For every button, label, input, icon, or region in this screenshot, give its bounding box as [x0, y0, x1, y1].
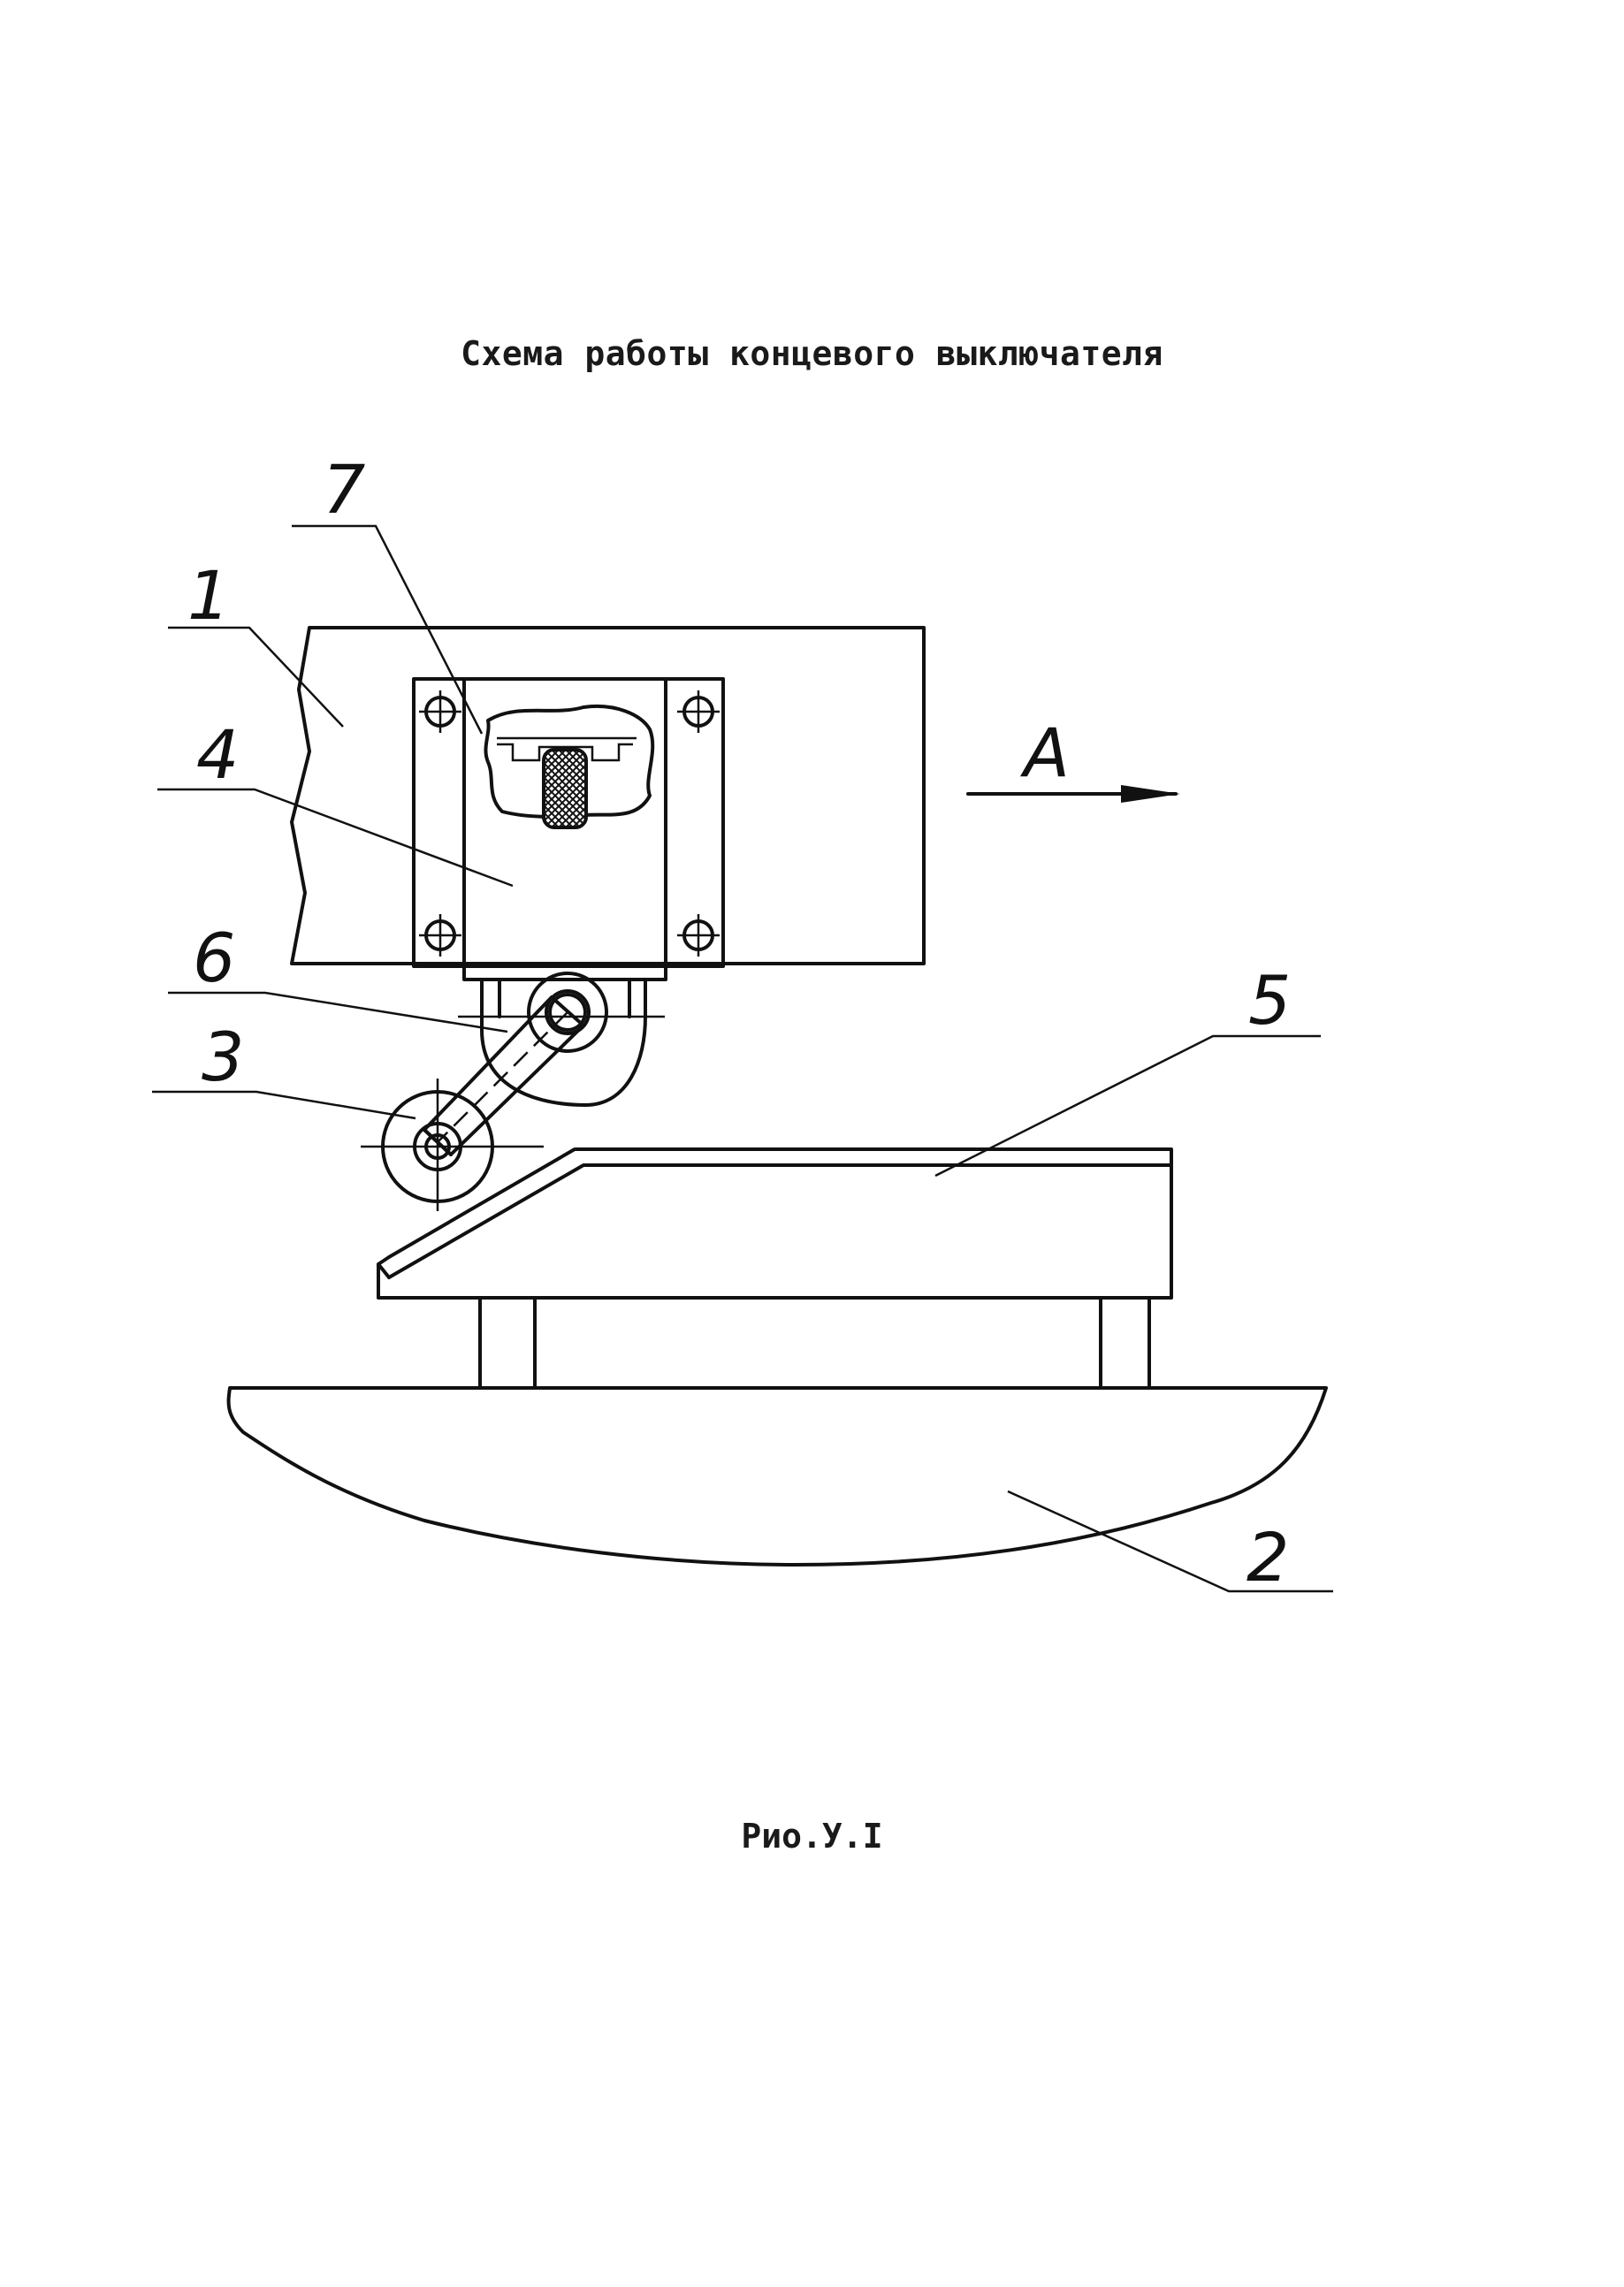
- lever-bracket: [480, 978, 647, 1107]
- screw-top-left-icon: [419, 690, 461, 733]
- cam-stop-bar: [377, 1147, 1173, 1300]
- housing-body: [290, 626, 926, 965]
- figure-caption: Рио.У.I: [741, 1817, 883, 1856]
- internal-contact: [497, 743, 633, 762]
- leader-lines: [152, 524, 1333, 1593]
- screw-bottom-right-icon: [677, 914, 720, 957]
- plunger-spring: [542, 748, 588, 829]
- label-3: 3: [202, 1018, 244, 1096]
- arrow-label: A: [1019, 713, 1070, 792]
- lever-pivot: [527, 972, 608, 1053]
- screw-bottom-left-icon: [419, 914, 461, 957]
- label-2: 2: [1247, 1518, 1289, 1597]
- label-5: 5: [1248, 961, 1291, 1040]
- support-legs: [478, 1296, 1151, 1390]
- label-6: 6: [193, 919, 235, 997]
- screw-top-right-icon: [677, 690, 720, 733]
- label-7: 7: [323, 450, 365, 529]
- base-body: [226, 1386, 1328, 1567]
- label-1: 1: [187, 556, 230, 635]
- drawing-title: Схема работы концевого выключателя: [461, 334, 1163, 373]
- switch-body: [462, 677, 667, 981]
- cutaway-window: [484, 705, 655, 819]
- direction-arrow-a: A: [966, 713, 1180, 803]
- label-4: 4: [196, 715, 239, 794]
